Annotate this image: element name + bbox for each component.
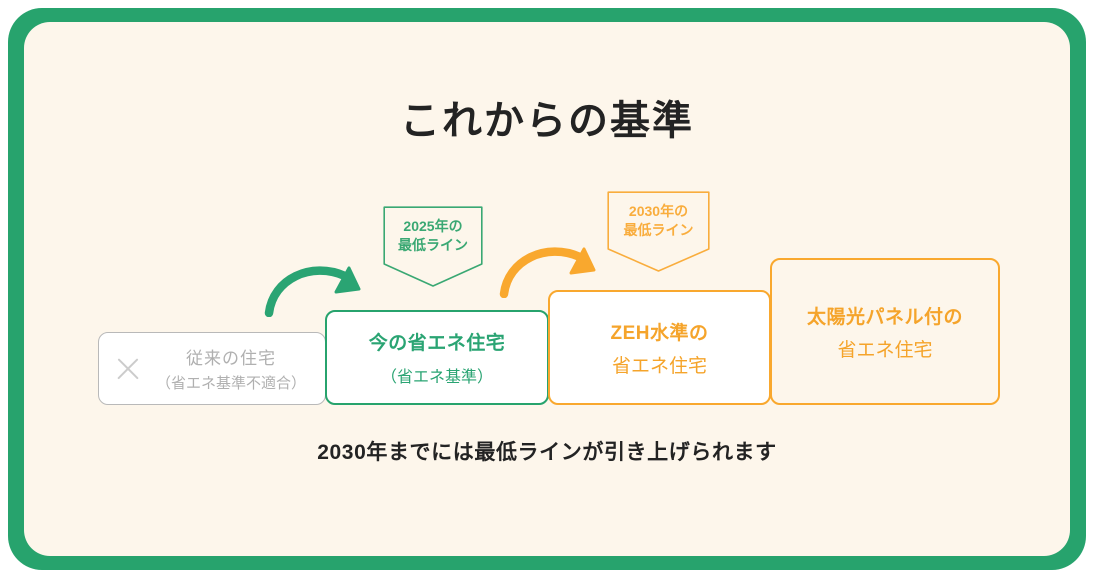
orange-curved-arrow-icon [499, 247, 596, 298]
step-box-zeh-title: ZEH水準の [610, 322, 709, 344]
slide-frame-inner [24, 22, 1070, 556]
ribbon-2025-line2: 最低ライン [398, 236, 468, 253]
ribbon-badge-2030: 2030年の 最低ライン [607, 191, 710, 273]
ribbon-2025-line1: 2025年の [403, 218, 463, 234]
footer-caption: 2030年までには最低ラインが引き上げられます [317, 441, 777, 464]
step-box-solar-subtitle: 省エネ住宅 [837, 339, 933, 361]
step-box-current[interactable]: 今の省エネ住宅 （省エネ基準） [325, 310, 549, 405]
x-mark-icon [114, 355, 142, 383]
ribbon-shape-2030 [607, 191, 710, 272]
step-box-solar-title: 太陽光パネル付の [806, 306, 963, 328]
step-box-legacy-title: 従来の住宅 [185, 349, 276, 368]
step-box-legacy-text: 従来の住宅 （省エネ基準不適合） [156, 344, 306, 393]
ribbon-shape-2025 [383, 206, 483, 287]
step-box-current-subtitle: （省エネ基準） [380, 369, 493, 386]
ribbon-2030-line2: 最低ライン [623, 221, 694, 238]
step-box-zeh-subtitle: 省エネ住宅 [611, 355, 707, 377]
step-box-current-title: 今の省エネ住宅 [368, 333, 506, 354]
ribbon-2030-line1: 2030年の [628, 203, 689, 219]
step-box-legacy[interactable]: 従来の住宅 （省エネ基準不適合） [98, 332, 326, 405]
step-box-solar[interactable]: 太陽光パネル付の 省エネ住宅 [770, 258, 1000, 405]
page-title: これからの基準 [400, 99, 694, 143]
step-box-zeh[interactable]: ZEH水準の 省エネ住宅 [548, 290, 771, 405]
green-curved-arrow-icon [264, 266, 361, 317]
step-box-legacy-subtitle: （省エネ基準不適合） [155, 375, 306, 392]
ribbon-badge-2025: 2025年の 最低ライン [383, 206, 483, 288]
